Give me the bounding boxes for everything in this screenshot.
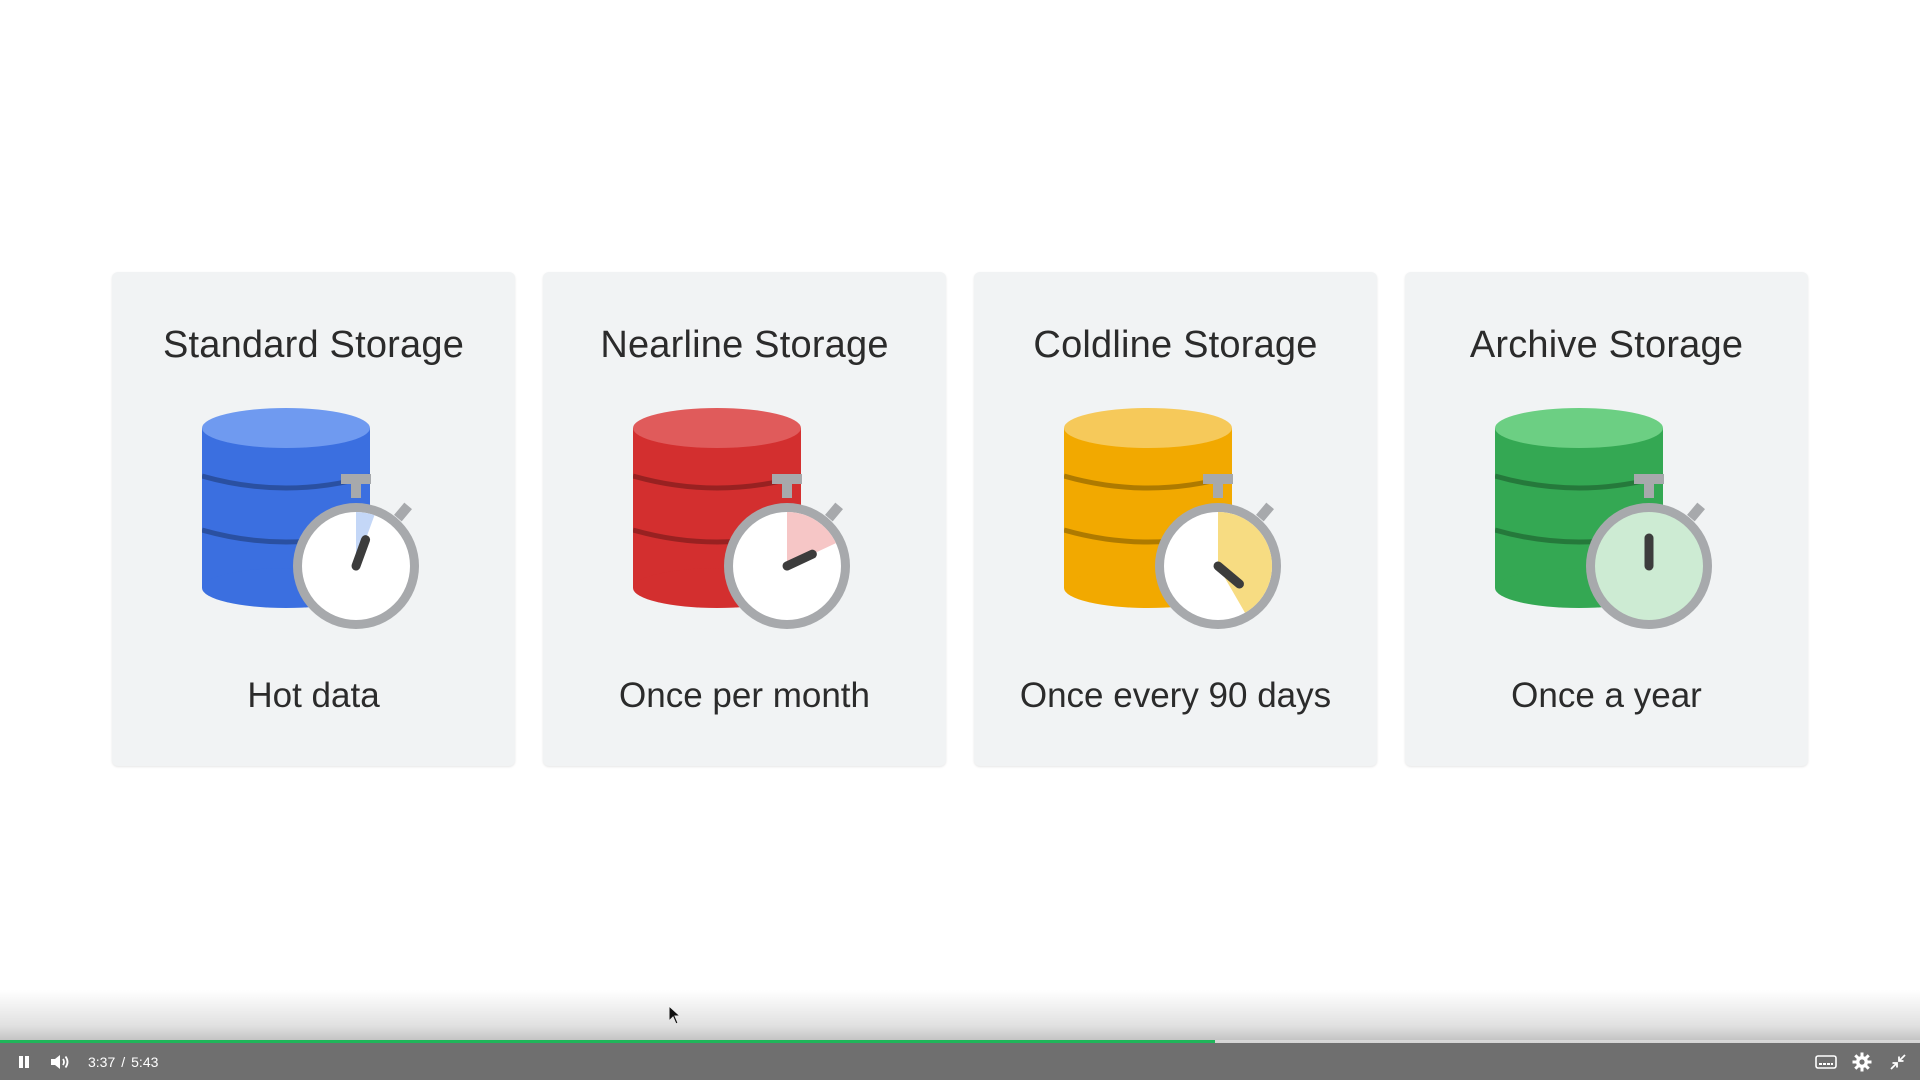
progress-fill (0, 1040, 1216, 1043)
card-caption: Hot data (247, 676, 380, 715)
database-stopwatch-icon (1495, 408, 1712, 629)
exit-fullscreen-icon (1890, 1053, 1906, 1070)
database-stopwatch-icon (633, 408, 850, 629)
captions-button[interactable] (1808, 1043, 1844, 1080)
gear-icon (1852, 1052, 1872, 1071)
settings-button[interactable] (1844, 1043, 1880, 1080)
volume-button[interactable] (42, 1043, 78, 1080)
time-separator: / (121, 1053, 126, 1070)
current-time: 3:37 (88, 1053, 116, 1070)
card-caption: Once a year (1511, 676, 1702, 715)
card-caption: Once every 90 days (1019, 676, 1332, 715)
exit-fullscreen-button[interactable] (1880, 1043, 1916, 1080)
database-stopwatch-icon (202, 408, 419, 629)
card-coldline-storage: Coldline Storage (974, 272, 1377, 766)
duration: 5:43 (131, 1053, 159, 1070)
card-title: Coldline Storage (1033, 324, 1318, 366)
card-title: Nearline Storage (600, 324, 889, 366)
card-caption: Once per month (619, 676, 870, 715)
pause-icon (19, 1055, 29, 1068)
storage-class-cards: Standard Storage (112, 272, 1808, 766)
progress-bar[interactable] (0, 1040, 1920, 1043)
captions-icon (1815, 1054, 1837, 1069)
card-title: Archive Storage (1469, 324, 1744, 366)
volume-icon (51, 1054, 69, 1069)
pause-button[interactable] (6, 1043, 42, 1080)
time-display: 3:37 / 5:43 (88, 1054, 158, 1070)
card-archive-storage: Archive Storage (1405, 272, 1808, 766)
card-nearline-storage: Nearline Storage (543, 272, 946, 766)
card-title: Standard Storage (162, 324, 465, 366)
player-controls: 3:37 / 5:43 (0, 1043, 1920, 1080)
card-standard-storage: Standard Storage (112, 272, 515, 766)
database-stopwatch-icon (1064, 408, 1281, 629)
